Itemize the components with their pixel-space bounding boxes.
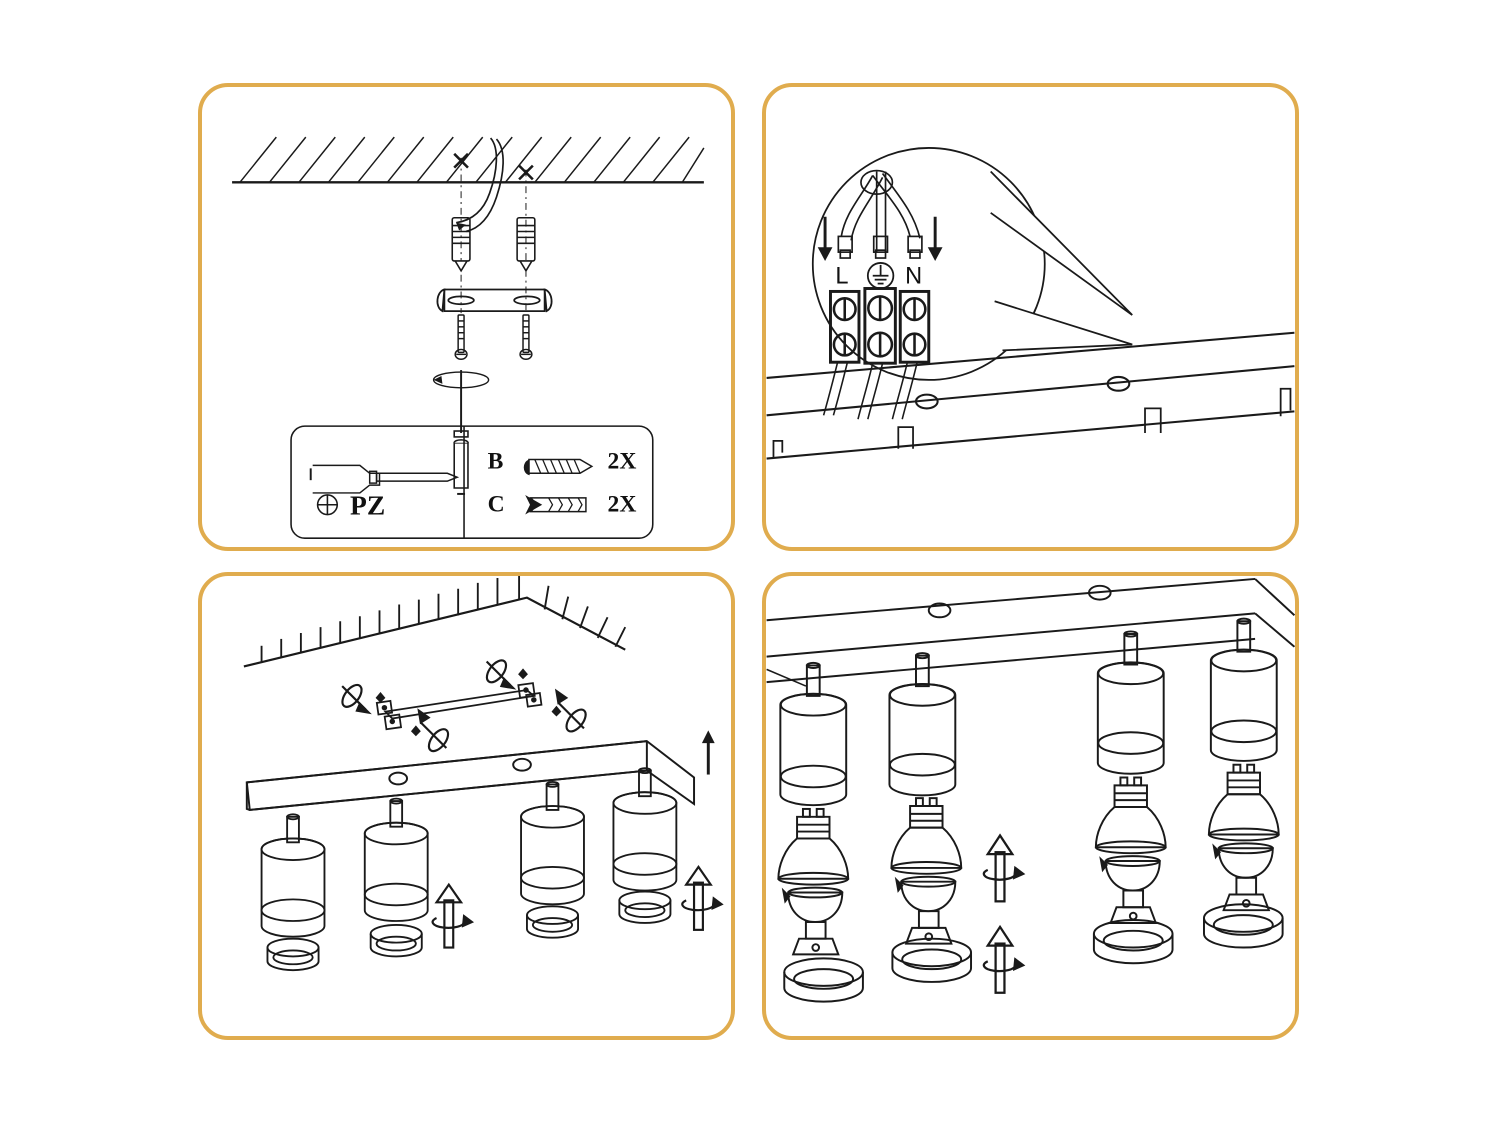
gu10-bulb xyxy=(1207,763,1280,842)
screw-rotation-symbol xyxy=(341,683,372,715)
mounting-hole xyxy=(388,771,409,786)
mounting-hole xyxy=(512,757,532,772)
gu10-bulb xyxy=(1094,776,1167,855)
gu10-bulb xyxy=(777,807,850,886)
supply-wires xyxy=(837,169,923,259)
spot-housing xyxy=(779,661,848,807)
spot-housing xyxy=(1209,617,1278,762)
terminal-block xyxy=(898,289,931,364)
mounting-bracket xyxy=(436,288,553,313)
terminal-block-group xyxy=(829,287,931,365)
mounting-hole xyxy=(1088,584,1112,601)
wall-plug xyxy=(516,216,536,273)
spot-housing xyxy=(520,780,585,939)
mounting-hole xyxy=(1106,375,1131,392)
push-twist-arrow xyxy=(681,865,724,931)
push-twist-arrow xyxy=(431,882,475,949)
magnifier-callout xyxy=(811,147,1133,381)
base-plate xyxy=(766,577,1295,687)
terminal-label-neutral: N xyxy=(905,263,922,289)
outgoing-wires xyxy=(822,363,918,420)
legend-part-code-c: C xyxy=(488,492,505,518)
insert-arrow xyxy=(817,216,833,261)
ring-cover xyxy=(526,905,579,925)
base-plate xyxy=(766,331,1295,460)
lamp-socket xyxy=(1099,855,1161,924)
legend-part-qty-b: 2X xyxy=(608,448,637,474)
spot-housing xyxy=(260,813,326,972)
spot-housing xyxy=(888,652,957,797)
screw-icon xyxy=(523,458,594,476)
terminal-label-live: L xyxy=(835,263,848,289)
push-twist-arrow xyxy=(982,924,1026,994)
terminal-block xyxy=(829,289,861,364)
push-twist-arrow xyxy=(982,833,1026,903)
screwdriver-rotate-icon xyxy=(432,370,490,495)
ring-cover xyxy=(1203,903,1284,949)
wall-plug xyxy=(451,216,471,273)
wall-plug-icon xyxy=(525,495,587,515)
legend-part-code-b: B xyxy=(488,448,504,474)
insert-arrow xyxy=(927,216,943,261)
spot-housing xyxy=(1096,630,1165,775)
screw-rotation-symbol xyxy=(554,688,587,733)
panel-mount-bracket-to-ceiling: PZ B 2X C xyxy=(198,83,735,551)
screw xyxy=(519,314,533,361)
panel-wiring-terminal-connection: L N xyxy=(762,83,1299,551)
ring-cover xyxy=(618,890,672,911)
mounting-bracket-bar xyxy=(375,682,543,731)
pozidriv-icon xyxy=(316,494,339,516)
panel-insert-gu10-bulbs-and-rings xyxy=(762,572,1299,1040)
screw xyxy=(454,314,468,361)
parts-legend-box xyxy=(290,425,654,539)
legend-part-qty-c: 2X xyxy=(608,492,637,518)
screw-rotation-symbol xyxy=(485,659,517,690)
mounting-hole xyxy=(927,602,952,619)
panel-attach-base-plate-to-bracket xyxy=(198,572,735,1040)
lift-arrow xyxy=(701,730,715,775)
lamp-socket xyxy=(1212,842,1274,912)
screwdriver-icon xyxy=(309,464,460,494)
ring-cover xyxy=(783,957,864,1003)
gu10-bulb xyxy=(890,797,963,875)
legend-bit-label: PZ xyxy=(350,490,385,521)
terminal-block xyxy=(863,287,897,365)
screw-rotation-symbol xyxy=(417,708,450,753)
spot-housing xyxy=(612,767,678,924)
ring-cover xyxy=(1092,919,1174,965)
ring-cover xyxy=(891,937,973,983)
lamp-socket xyxy=(894,875,957,945)
earth-symbol-icon xyxy=(866,262,895,290)
spot-housing xyxy=(363,797,429,958)
ceiling-perspective xyxy=(243,576,627,668)
base-plate xyxy=(245,740,696,812)
mounting-hole xyxy=(914,393,939,410)
lamp-socket xyxy=(781,886,844,956)
